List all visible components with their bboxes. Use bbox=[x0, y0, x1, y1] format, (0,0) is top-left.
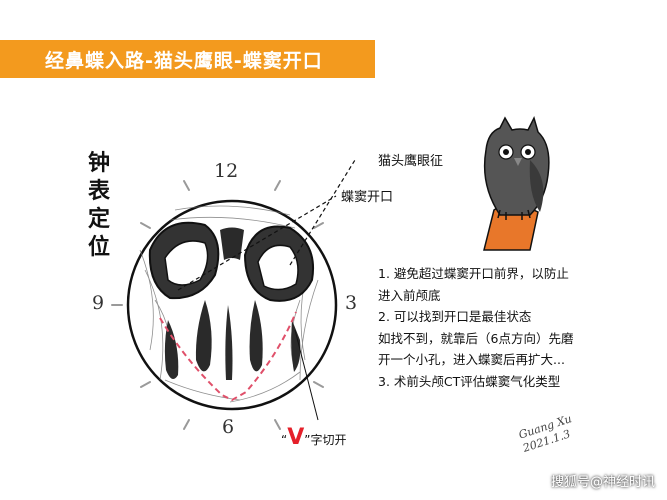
right-owl-eye bbox=[257, 244, 299, 291]
note-line: 进入前颅底 bbox=[378, 287, 441, 303]
left-owl-eye bbox=[164, 240, 209, 286]
v-mark: V bbox=[287, 425, 305, 450]
clock-positioning-label: 钟 表 定 位 bbox=[86, 150, 112, 262]
owl-illustration bbox=[483, 115, 550, 251]
owl-eye-sign-label: 猫头鹰眼征 bbox=[378, 154, 444, 169]
note-line: 1. 避免超过蝶窦开口前界，以防止 bbox=[378, 266, 569, 281]
v-cut-pointer bbox=[294, 329, 319, 421]
sphenoid-opening-pointer bbox=[177, 195, 337, 291]
clock-number-6: 6 bbox=[222, 416, 235, 438]
v-cut-suffix: ”字切开 bbox=[304, 433, 347, 447]
clock-number-9: 9 bbox=[92, 292, 105, 314]
v-cut-label: “V”字切开 bbox=[281, 425, 346, 450]
note-line: 如找不到，就靠后（6点方向）先磨 bbox=[378, 330, 574, 346]
v-cut-line bbox=[159, 311, 297, 402]
clock-ticks bbox=[111, 180, 324, 430]
note-line: 2. 可以找到开口是最佳状态 bbox=[378, 309, 532, 324]
side-label-char: 位 bbox=[87, 235, 110, 260]
clock-number-12: 12 bbox=[214, 160, 239, 182]
side-label-char: 定 bbox=[87, 207, 110, 232]
nasal-structures bbox=[164, 227, 301, 380]
title-banner: 经鼻蝶入路-猫头鹰眼-蝶窦开口 bbox=[0, 40, 375, 78]
note-line: 3. 术前头颅CT评估蝶窦气化类型 bbox=[378, 373, 561, 389]
side-label-char: 钟 bbox=[87, 151, 110, 176]
v-cut-open-quote: “ bbox=[281, 433, 288, 447]
sphenoid-opening-label: 蝶窦开口 bbox=[341, 190, 394, 205]
side-label-char: 表 bbox=[87, 179, 110, 204]
watermark: 搜狐号@神经时讯 bbox=[550, 475, 655, 490]
notes-block: 1. 避免超过蝶窦开口前界，以防止 进入前颅底 2. 可以找到开口是最佳状态 如… bbox=[378, 263, 573, 392]
page-title: 经鼻蝶入路-猫头鹰眼-蝶窦开口 bbox=[45, 49, 323, 72]
note-line: 开一个小孔，进入蝶窦后再扩大... bbox=[378, 352, 565, 367]
clock-number-3: 3 bbox=[345, 292, 358, 314]
